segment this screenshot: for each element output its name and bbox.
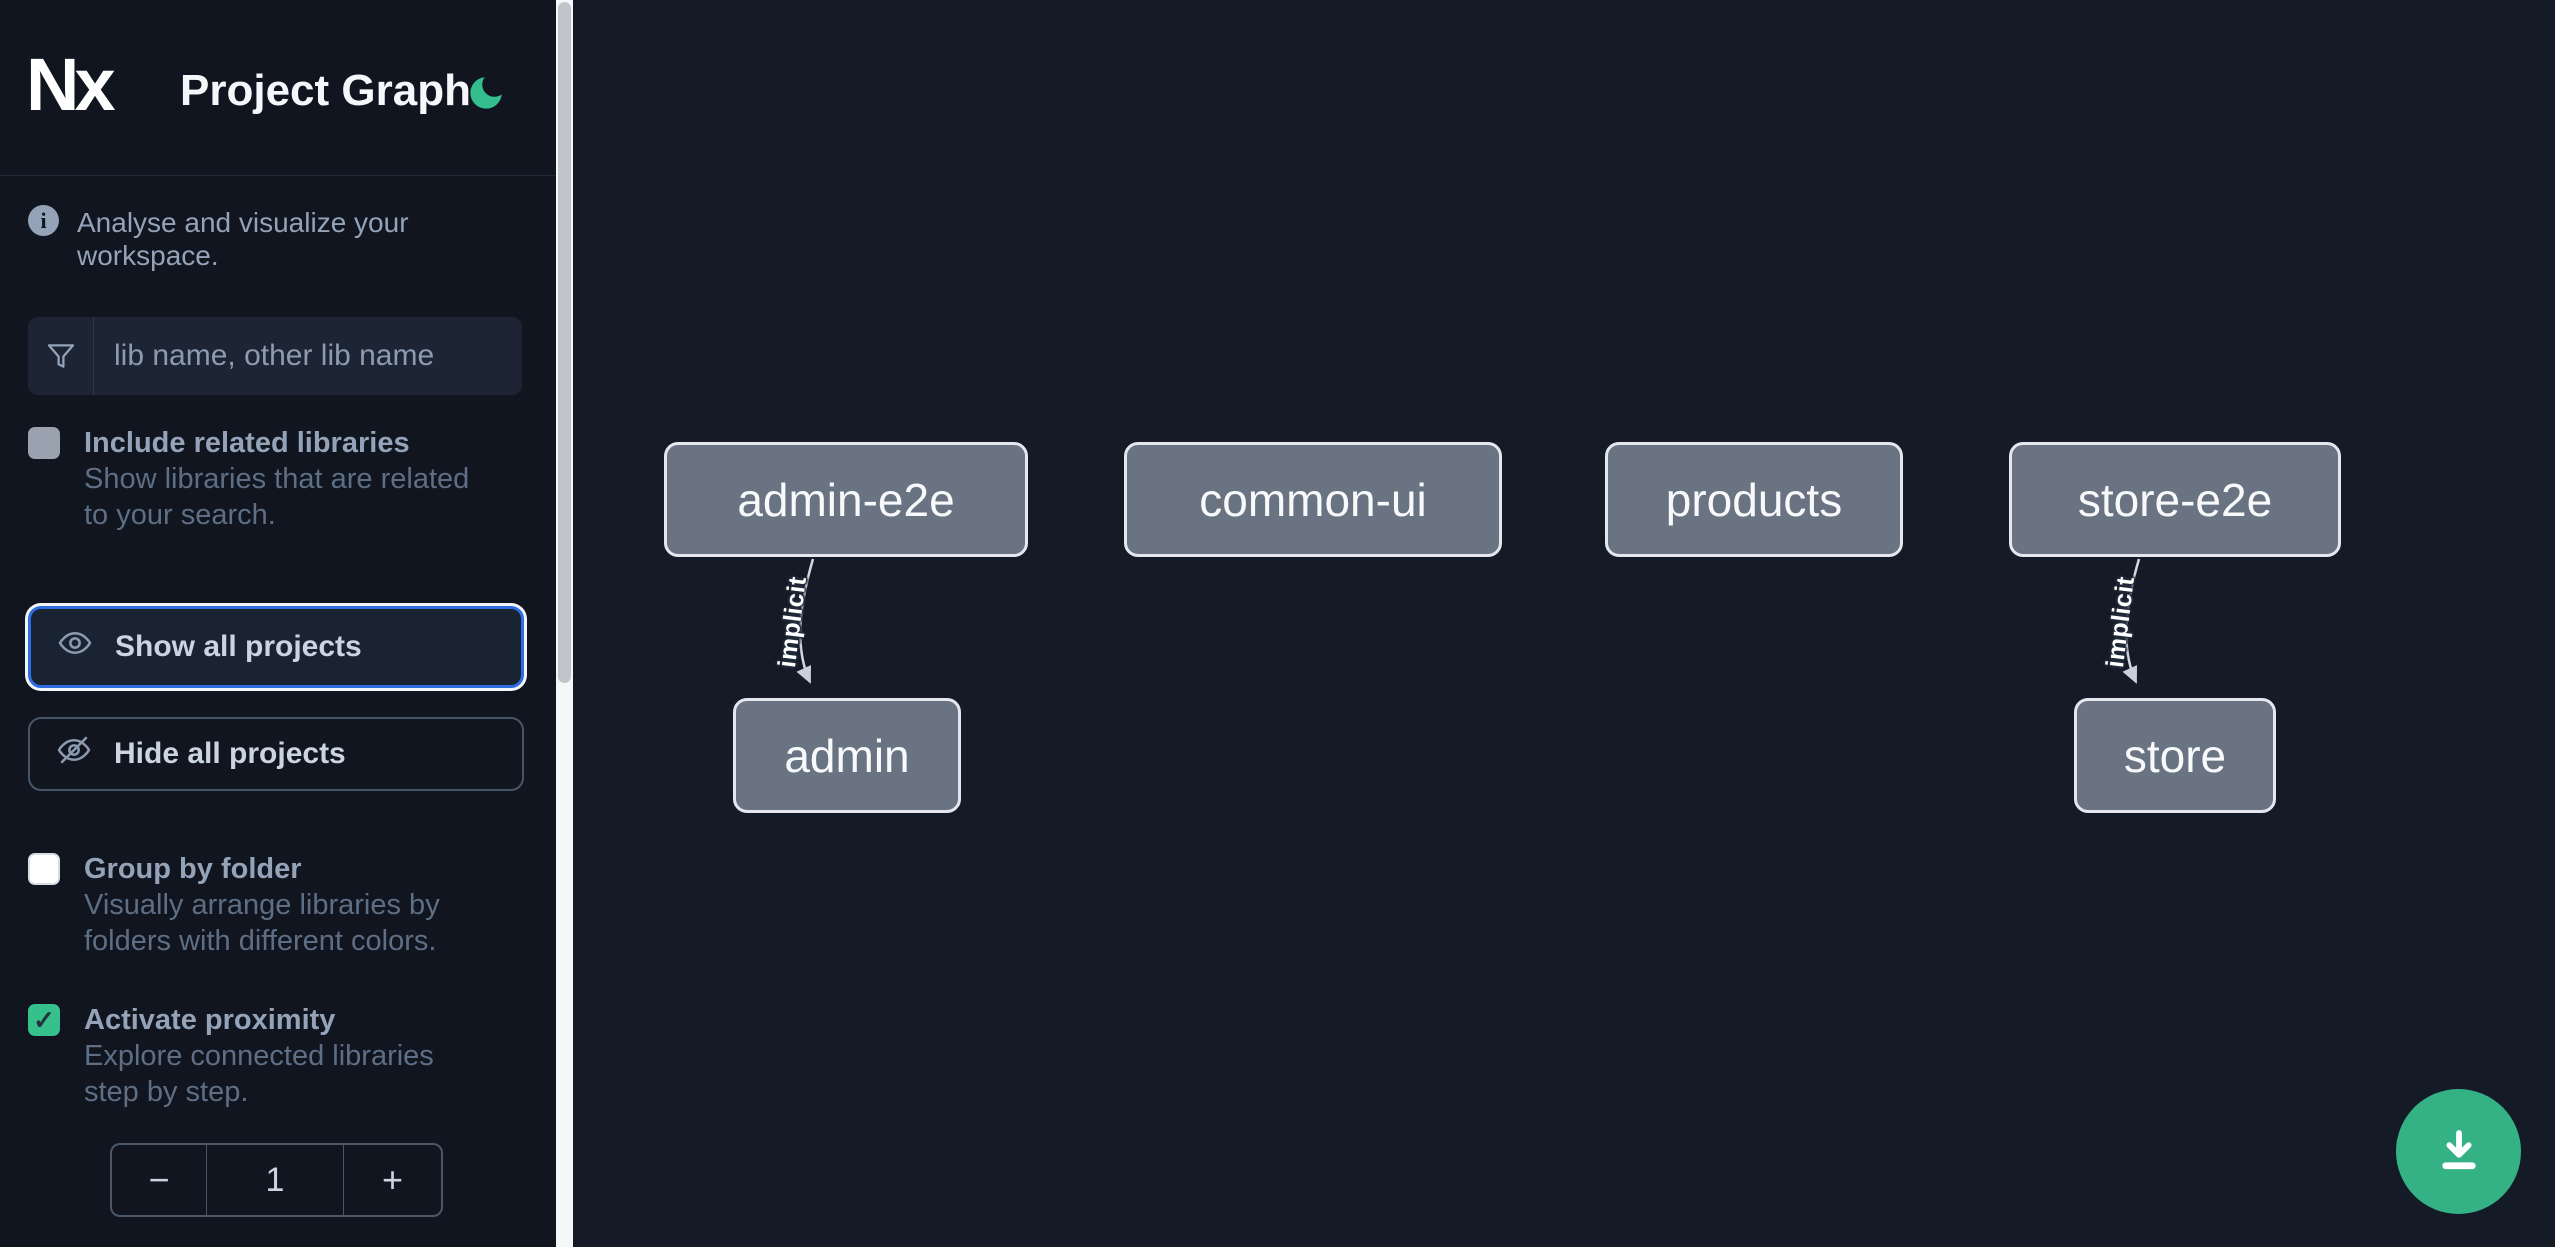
show-all-projects-label: Show all projects: [115, 630, 362, 663]
project-graph-canvas[interactable]: admin-e2e common-ui products store-e2e a…: [573, 0, 2555, 1247]
group-by-folder-checkbox[interactable]: [28, 853, 60, 885]
hide-all-projects-button[interactable]: Hide all projects: [28, 717, 524, 791]
edge-store-e2e-to-store: [2122, 558, 2141, 684]
option-label: Include related libraries: [84, 427, 410, 459]
moon-icon: [465, 77, 507, 117]
project-node-products[interactable]: products: [1605, 442, 1903, 557]
project-node-store-e2e[interactable]: store-e2e: [2009, 442, 2341, 557]
download-graph-button[interactable]: [2396, 1089, 2521, 1214]
show-all-projects-button[interactable]: Show all projects: [28, 606, 524, 688]
project-node-common-ui[interactable]: common-ui: [1124, 442, 1502, 557]
option-description: Explore connected libraries step by step…: [84, 1040, 434, 1108]
option-description: Visually arrange libraries by folders wi…: [84, 889, 440, 957]
graph-edges: [796, 558, 2141, 684]
project-node-admin-e2e[interactable]: admin-e2e: [664, 442, 1028, 557]
workspace-info: i Analyse and visualize your workspace.: [28, 205, 528, 272]
option-label: Activate proximity: [84, 1004, 336, 1036]
option-include-related-libraries: Include related libraries Show libraries…: [28, 425, 528, 533]
sidebar: Nx Project Graph i Analyse and visualize…: [0, 0, 556, 1247]
decrement-button[interactable]: −: [112, 1145, 207, 1215]
filter-funnel-icon: [28, 317, 94, 395]
activate-proximity-checkbox[interactable]: [28, 1004, 60, 1036]
theme-toggle-button[interactable]: [465, 72, 507, 114]
option-activate-proximity: Activate proximity Explore connected lib…: [28, 1002, 528, 1110]
option-group-by-folder: Group by folder Visually arrange librari…: [28, 851, 528, 959]
proximity-depth-stepper: − 1 +: [110, 1143, 443, 1217]
sidebar-header: Nx Project Graph: [0, 0, 556, 176]
info-text: Analyse and visualize your workspace.: [77, 207, 409, 271]
eye-off-icon: [56, 732, 92, 776]
eye-icon: [57, 625, 93, 669]
proximity-depth-value: 1: [207, 1145, 344, 1215]
hide-all-projects-label: Hide all projects: [114, 737, 346, 770]
edge-admin-e2e-to-admin: [796, 558, 815, 684]
project-node-admin[interactable]: admin: [733, 698, 961, 813]
option-label: Group by folder: [84, 853, 302, 885]
search-bar: [28, 317, 522, 395]
nx-logo: Nx: [26, 43, 116, 126]
include-related-checkbox[interactable]: [28, 427, 60, 459]
increment-button[interactable]: +: [344, 1145, 441, 1215]
option-description: Show libraries that are related to your …: [84, 463, 470, 531]
page-title: Project Graph: [180, 66, 471, 115]
project-node-store[interactable]: store: [2074, 698, 2276, 813]
info-icon: i: [28, 205, 59, 236]
sidebar-scrollbar-thumb[interactable]: [558, 2, 571, 683]
sidebar-scrollbar-track: [556, 0, 573, 1247]
search-input[interactable]: [94, 317, 522, 395]
download-icon: [2430, 1121, 2488, 1182]
